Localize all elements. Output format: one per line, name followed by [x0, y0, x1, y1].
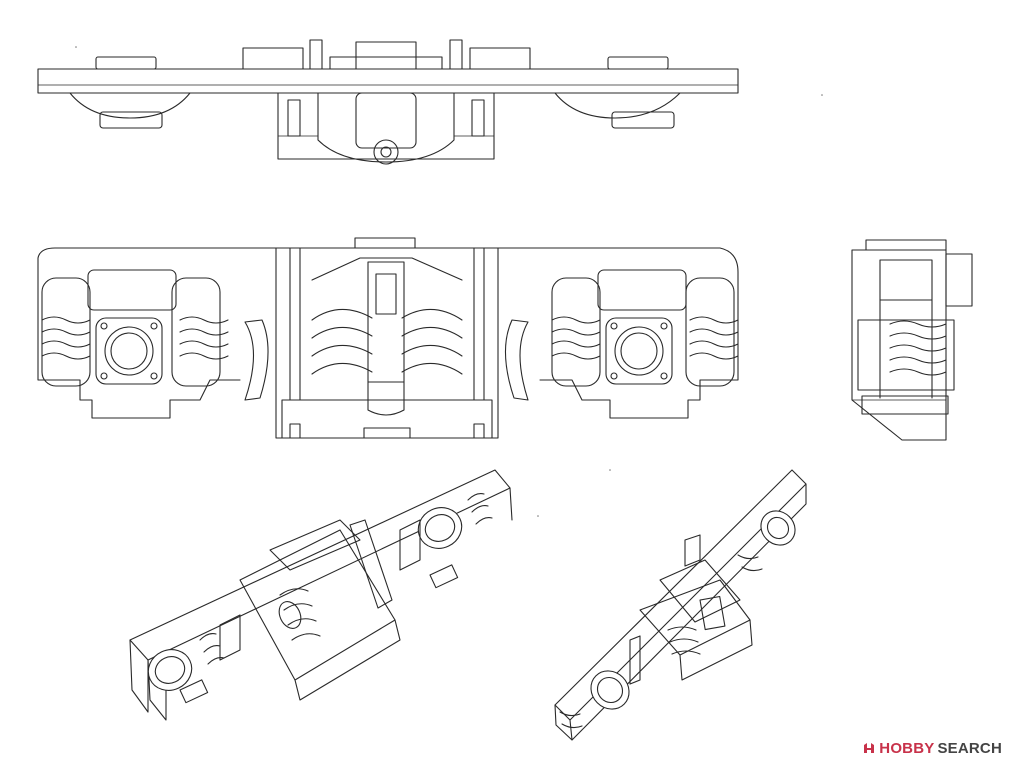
isometric-view-left	[129, 469, 513, 721]
watermark-brand-primary: HOBBY	[879, 739, 935, 757]
end-view	[851, 239, 973, 441]
scan-marks	[75, 46, 823, 517]
hobby-search-logo-icon	[864, 743, 875, 753]
hobby-search-watermark: HOBBY SEARCH	[862, 739, 1002, 757]
isometric-view-right	[554, 469, 807, 741]
top-view	[37, 39, 739, 165]
side-view	[37, 237, 739, 439]
watermark-brand-secondary: SEARCH	[937, 739, 1002, 757]
